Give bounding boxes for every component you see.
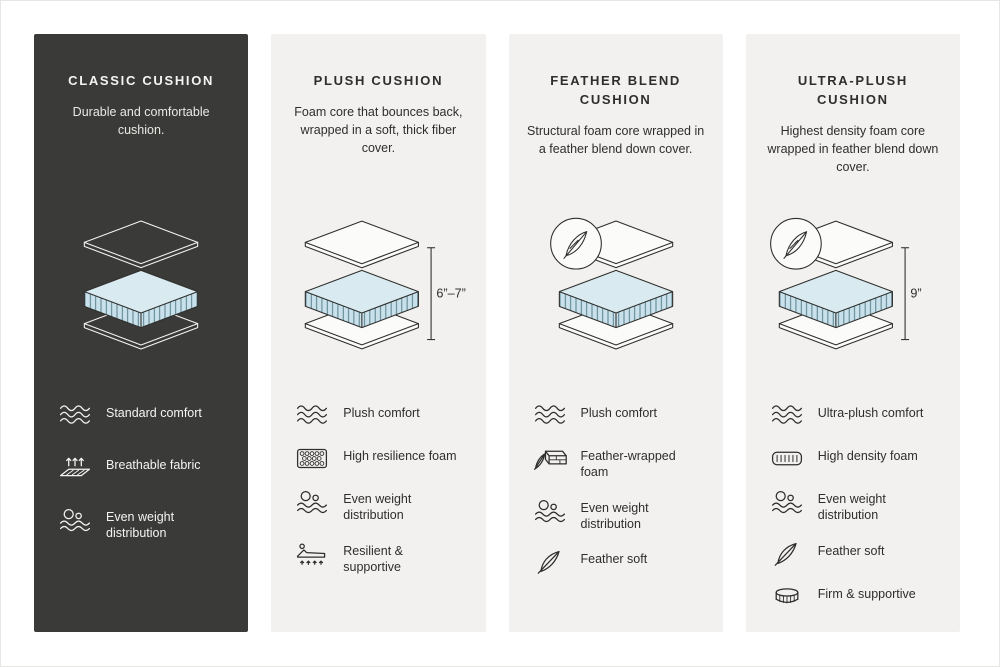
height-measure: 6”–7”: [426, 247, 466, 341]
height-measure-label: 6”–7”: [436, 287, 465, 301]
feather-badge: [549, 217, 602, 270]
wave-icon: [531, 402, 569, 429]
feature-list: Standard comfort Breathable fabric Even …: [34, 402, 248, 542]
height-measure-label: 9”: [911, 287, 922, 301]
even-weight-icon: [56, 506, 94, 533]
wave-icon: [293, 402, 331, 429]
breathable-fabric-icon: [56, 454, 94, 481]
feature-item: Ultra-plush comfort: [768, 402, 952, 429]
cushion-layers-illustration: 6”–7”: [271, 202, 485, 372]
feature-label: Standard comfort: [106, 406, 202, 420]
feature-label: Even weight distribution: [343, 492, 412, 523]
even-weight-icon: [293, 488, 331, 515]
feature-label: Even weight distribution: [106, 510, 175, 541]
foam-core-layer: [83, 269, 199, 329]
card-title: ULTRA-PLUSH CUSHION: [797, 73, 908, 107]
feature-item: Standard comfort: [56, 402, 240, 429]
feature-item: Even weight distribution: [531, 497, 715, 533]
feature-list: Plush comfort High resilience foam Even …: [271, 402, 485, 575]
top-cover-layer: [304, 220, 419, 269]
feather-icon: [531, 548, 569, 575]
card-header: ULTRA-PLUSH CUSHION Highest density foam…: [746, 72, 960, 202]
feature-label: Even weight distribution: [817, 492, 886, 523]
card-description: Foam core that bounces back, wrapped in …: [294, 104, 463, 156]
feather-icon: [768, 540, 806, 567]
cushion-layers-svg: [549, 217, 673, 350]
feature-item: Feather soft: [768, 540, 952, 567]
cushion-layers-svg: [83, 220, 199, 350]
feature-label: Resilient & supportive: [343, 543, 403, 574]
wave-icon: [768, 402, 806, 429]
feature-list: Plush comfort Feather-wrapped foam Even …: [509, 402, 723, 575]
card-plush-cushion: PLUSH CUSHION Foam core that bounces bac…: [271, 34, 486, 632]
feature-item: Feather-wrapped foam: [531, 445, 715, 481]
cushion-layers-illustration: [509, 202, 723, 372]
card-header: FEATHER BLEND CUSHION Structural foam co…: [509, 72, 723, 202]
feature-label: Feather soft: [817, 543, 885, 558]
card-header: CLASSIC CUSHION Durable and comfortable …: [34, 72, 248, 202]
feature-label: Feather-wrapped foam: [580, 449, 676, 480]
even-weight-icon: [531, 497, 569, 524]
feature-item: Plush comfort: [293, 402, 477, 429]
card-title: CLASSIC CUSHION: [68, 73, 215, 88]
feature-label: Feather soft: [580, 552, 648, 566]
feather-badge: [770, 217, 823, 270]
feature-item: Firm & supportive: [768, 583, 952, 610]
foam-core-layer: [304, 269, 419, 329]
feature-label: Firm & supportive: [817, 586, 916, 601]
feature-item: Resilient & supportive: [293, 540, 477, 576]
card-classic-cushion: CLASSIC CUSHION Durable and comfortable …: [34, 34, 249, 632]
feature-item: Even weight distribution: [56, 506, 240, 542]
density-foam-icon: [768, 445, 806, 472]
height-measure: 9”: [901, 247, 922, 341]
feature-item: Plush comfort: [531, 402, 715, 429]
feature-label: High resilience foam: [343, 449, 457, 463]
feature-label: Plush comfort: [580, 406, 657, 420]
foam-bubbles-icon: [293, 445, 331, 472]
feature-item: High density foam: [768, 445, 952, 472]
card-feather-blend-cushion: FEATHER BLEND CUSHION Structural foam co…: [508, 34, 723, 632]
card-description: Structural foam core wrapped in a feathe…: [527, 123, 705, 156]
firm-icon: [768, 583, 806, 610]
cushion-layers-svg: 9”: [770, 217, 922, 350]
cushion-layers-illustration: 9”: [746, 202, 960, 372]
foam-core-layer: [558, 269, 673, 329]
card-header: PLUSH CUSHION Foam core that bounces bac…: [271, 72, 485, 202]
card-ultra-plush-cushion: ULTRA-PLUSH CUSHION Highest density foam…: [745, 34, 960, 632]
cushion-layers-illustration: [34, 202, 248, 372]
card-description: Durable and comfortable cushion.: [72, 104, 210, 137]
top-cover-layer: [83, 220, 199, 269]
feature-label: High density foam: [817, 449, 918, 463]
feature-item: Breathable fabric: [56, 454, 240, 481]
feature-label: Plush comfort: [343, 406, 420, 420]
feature-label: Even weight distribution: [580, 500, 649, 531]
feature-label: Breathable fabric: [106, 458, 201, 472]
feature-item: Even weight distribution: [293, 488, 477, 524]
even-weight-icon: [768, 488, 806, 515]
feature-item: Even weight distribution: [768, 488, 952, 524]
cushion-layers-svg: 6”–7”: [304, 220, 466, 350]
feather-foam-icon: [531, 445, 569, 472]
feature-item: High resilience foam: [293, 445, 477, 472]
recline-icon: [293, 540, 331, 567]
feature-label: Ultra-plush comfort: [817, 406, 924, 420]
card-description: Highest density foam core wrapped in fea…: [767, 123, 939, 174]
card-title: PLUSH CUSHION: [313, 73, 444, 88]
card-title: FEATHER BLEND CUSHION: [550, 73, 682, 107]
foam-core-layer: [779, 269, 894, 329]
feature-item: Feather soft: [531, 548, 715, 575]
feature-list: Ultra-plush comfort High density foam Ev…: [746, 402, 960, 610]
wave-icon: [56, 402, 94, 429]
